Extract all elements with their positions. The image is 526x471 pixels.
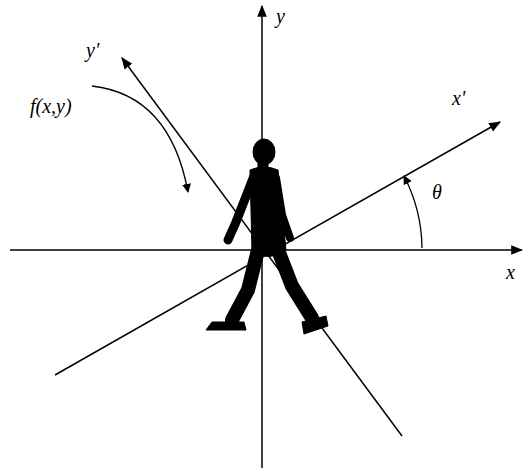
axis-label: x' bbox=[452, 88, 465, 108]
axis-label: f(x,y) bbox=[30, 96, 72, 116]
pointer-arrow bbox=[92, 86, 188, 192]
person-silhouette bbox=[206, 139, 328, 334]
axis-label: θ bbox=[432, 182, 442, 202]
axis-label: y bbox=[276, 6, 285, 26]
angle-arc bbox=[404, 176, 422, 248]
x-prime-axis bbox=[55, 122, 500, 375]
axis-label: x bbox=[506, 262, 515, 282]
y-prime-axis bbox=[122, 58, 402, 436]
axis-label: y' bbox=[86, 40, 99, 60]
